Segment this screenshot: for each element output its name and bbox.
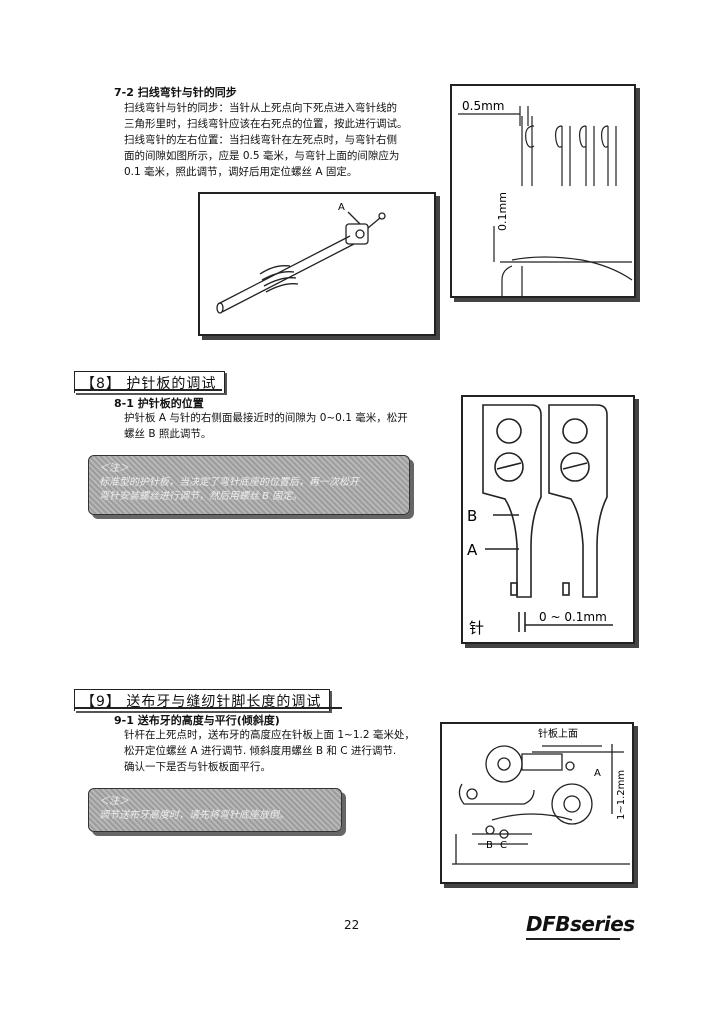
figure-looper-shaft: A — [198, 192, 436, 336]
text-line: 确认一下是否与针板板面平行。 — [124, 761, 271, 773]
note-box-9: ＜注＞ 调节送布牙高度时，请先将弯针底座放倒。 — [88, 788, 342, 832]
figure-height-label: 1~1.2mm — [616, 770, 627, 820]
figure-needle-looper-gap: 0.5mm 0.1mm — [450, 84, 636, 298]
figure-label-top: 针板上面 — [538, 727, 578, 740]
section-8-1-title: 8-1 护针板的位置 — [114, 397, 204, 410]
text-line: 螺丝 B 照此调节。 — [124, 428, 212, 440]
section-7-2-text: 扫线弯针与针的同步：当针从上死点向下死点进入弯针线的 三角形里时，扫线弯针应该在… — [124, 100, 444, 180]
figure-gap-label: 0 ~ 0.1mm — [539, 610, 607, 624]
note-label: ＜注＞ — [99, 463, 129, 474]
text-line: 面的间隙如图所示，应是 0.5 毫米，与弯针上面的间隙应为 — [124, 150, 400, 162]
section-8-underline — [74, 389, 222, 391]
figure-label-c: C — [500, 840, 507, 851]
section-8-1-text: 护针板 A 与针的右侧面最接近时的间隙为 0~0.1 毫米，松开 螺丝 B 照此… — [124, 410, 444, 442]
section-8-header: 【8】 护针板的调试 — [74, 371, 226, 393]
text-line: 扫线弯针与针的同步：当针从上死点向下死点进入弯针线的 — [124, 102, 397, 114]
figure-label-a: A — [467, 541, 478, 559]
figure-feed-dog: 针板上面 A 1~1.2mm B C — [440, 722, 634, 884]
figure-label-b: B — [467, 507, 477, 525]
section-9-header: 【9】 送布牙与缝纫针脚长度的调试 — [74, 689, 331, 711]
figure-label-a: A — [338, 202, 345, 213]
section-9-1-text: 针杆在上死点时，送布牙的高度应在针板上面 1~1.2 毫米处， 松开定位螺丝 A… — [124, 727, 444, 775]
section-9-underline — [74, 707, 342, 709]
note-line: 弯针安装螺丝进行调节，然后用螺丝 B 固定。 — [99, 491, 303, 502]
section-7-2-title: 7-2 扫线弯针与针的同步 — [114, 86, 237, 99]
figure-gap-label: 0.5mm — [462, 99, 504, 113]
figure-needle-guard: B A 针 0 ~ 0.1mm — [461, 395, 635, 644]
text-line: 扫线弯针的左右位置：当扫线弯针在左死点时，与弯针右侧 — [124, 134, 397, 146]
note-box-8: ＜注＞ 标准型的护针板，当决定了弯针底座的位置后，再一次松开 弯针安装螺丝进行调… — [88, 455, 410, 515]
figure-label-a: A — [594, 768, 601, 779]
section-9-1-title: 9-1 送布牙的高度与平行(倾斜度) — [114, 714, 280, 727]
brand-underline — [526, 938, 620, 940]
note-label: ＜注＞ — [99, 796, 129, 807]
figure-label-needle: 针 — [469, 619, 484, 637]
note-line: 标准型的护针板，当决定了弯针底座的位置后，再一次松开 — [99, 477, 359, 488]
figure-label-b: B — [486, 840, 493, 851]
page-number: 22 — [344, 918, 360, 932]
text-line: 松开定位螺丝 A 进行调节. 倾斜度用螺丝 B 和 C 进行调节. — [124, 745, 397, 757]
brand-logo: DFBseries — [526, 912, 635, 936]
text-line: 针杆在上死点时，送布牙的高度应在针板上面 1~1.2 毫米处， — [124, 729, 415, 741]
text-line: 护针板 A 与针的右侧面最接近时的间隙为 0~0.1 毫米，松开 — [124, 412, 408, 424]
figure-vgap-label: 0.1mm — [496, 192, 509, 231]
note-line: 调节送布牙高度时，请先将弯针底座放倒。 — [99, 810, 289, 821]
text-line: 三角形里时，扫线弯针应该在右死点的位置，按此进行调试。 — [124, 118, 408, 130]
text-line: 0.1 毫米，照此调节，调好后用定位螺丝 A 固定。 — [124, 166, 358, 178]
